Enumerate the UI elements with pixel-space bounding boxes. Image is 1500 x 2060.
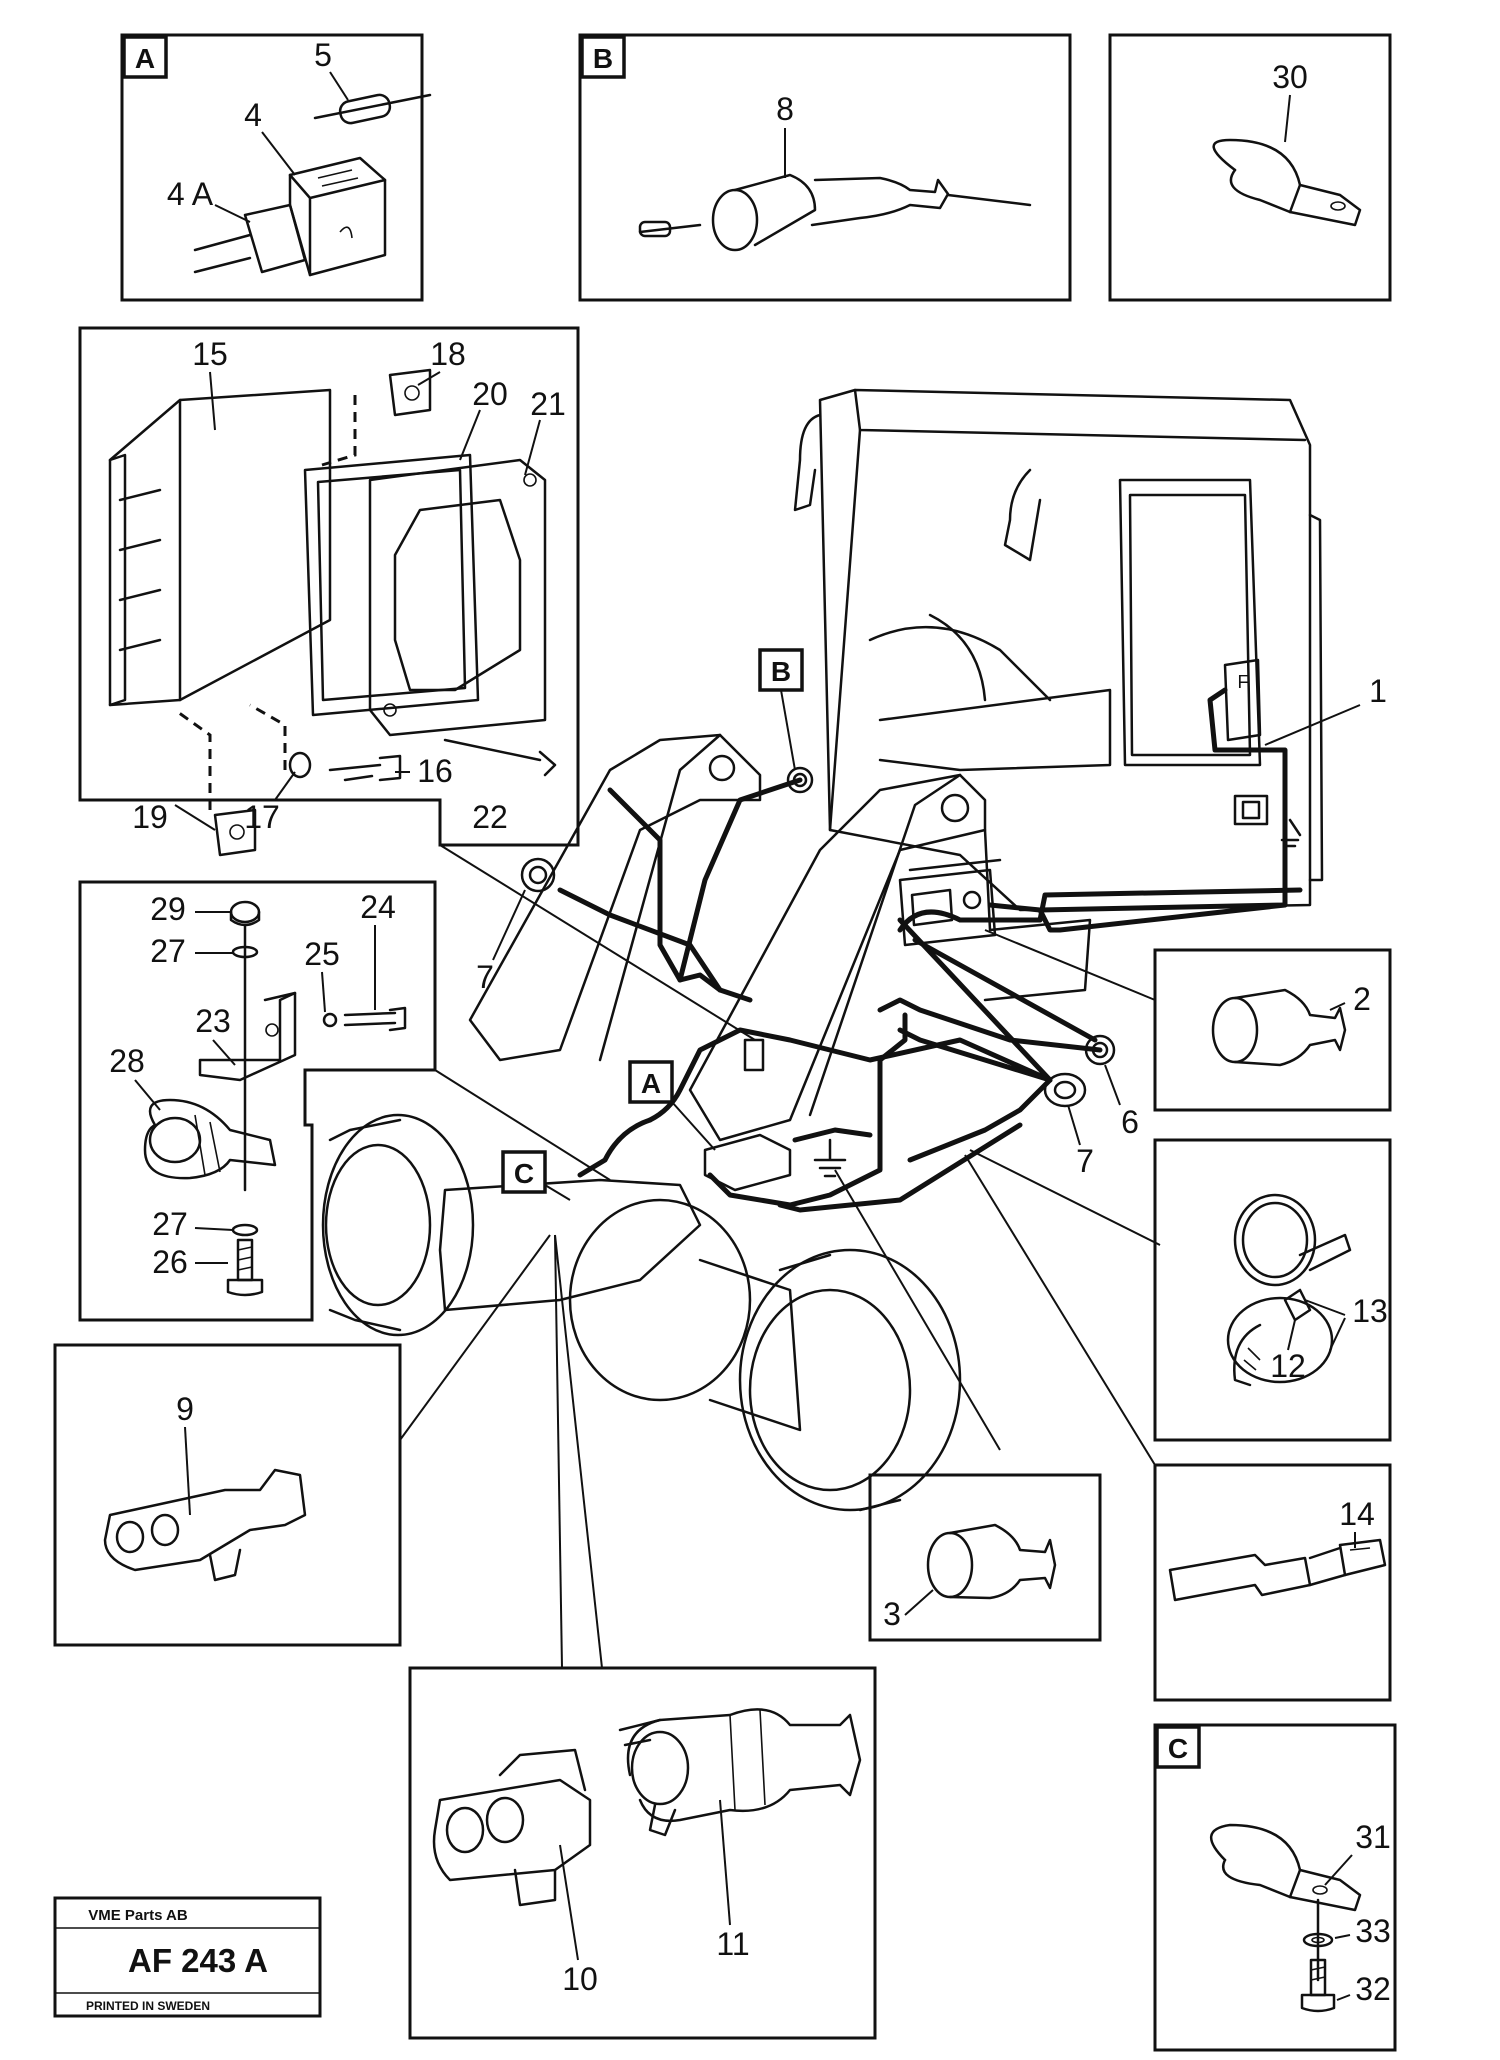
cab-fuse-marker: F (1238, 672, 1249, 692)
detail-panel-3: 3 (868, 1473, 1102, 1642)
cab-body (818, 388, 1312, 912)
locator-tag-c (501, 1150, 547, 1194)
stamp-code: AF 243 A (128, 1942, 268, 1979)
callout-25: 25 (304, 936, 340, 972)
callout-20: 20 (472, 376, 508, 412)
leader-lines (399, 844, 1161, 1669)
callout-13: 13 (1352, 1293, 1388, 1329)
callout-9: 9 (176, 1391, 194, 1427)
callout-7-lower: 7 (1076, 1143, 1094, 1179)
grommet-7-upper (520, 857, 556, 893)
locator-tag-c-text: C (514, 1158, 534, 1189)
callout-23: 23 (195, 1003, 231, 1039)
grommet-7-lower (1043, 1072, 1087, 1108)
axle-housing (438, 1178, 702, 1312)
callout-7-upper: 7 (476, 959, 494, 995)
axle-diff (568, 1198, 752, 1402)
callout-32: 32 (1355, 1971, 1391, 2007)
locator-tag-a-text: A (641, 1068, 661, 1099)
callout-29: 29 (150, 891, 186, 927)
callout-19: 19 (132, 799, 168, 835)
callout-27-bottom: 27 (152, 1206, 188, 1242)
cab-switch-outline (1233, 794, 1269, 826)
connector-housing-drawing (193, 93, 432, 277)
panel-a-tag: A (135, 43, 155, 74)
callout-17: 17 (244, 799, 280, 835)
detail-panel-relay-box: 15 18 20 21 19 17 16 22 (78, 326, 580, 857)
callout-28: 28 (109, 1043, 145, 1079)
cab-door (1118, 478, 1262, 767)
callout-31: 31 (1355, 1819, 1391, 1855)
grommet-b (786, 766, 814, 794)
callout-12: 12 (1270, 1348, 1306, 1384)
callout-24: 24 (360, 889, 396, 925)
bracket-drawing (143, 900, 407, 1297)
callout-8: 8 (776, 91, 794, 127)
callout-14: 14 (1339, 1496, 1375, 1532)
locator-tag-b (758, 648, 804, 692)
detail-panel-a: A 5 4 4 A (120, 33, 432, 302)
detail-panel-cable-tie: 14 (1153, 1463, 1392, 1702)
callout-27-top: 27 (150, 933, 186, 969)
callout-15: 15 (192, 336, 228, 372)
detail-panel-bracket: 29 27 25 24 23 28 27 26 (78, 880, 437, 1322)
callout-26: 26 (152, 1244, 188, 1280)
relay-box-drawing (108, 368, 557, 857)
ground-symbol (813, 1138, 847, 1178)
sleeve-drawing (638, 173, 1032, 252)
callout-1: 1 (1369, 673, 1387, 709)
detail-panel-10-11: 10 11 (408, 1666, 877, 2040)
cab-fuse-box (1223, 658, 1262, 742)
detail-panel-b: B 8 (578, 33, 1072, 302)
callout-4a: 4 A (167, 176, 214, 212)
callout-30: 30 (1272, 59, 1308, 95)
drawing-stamp: VME Parts AB AF 243 A PRINTED IN SWEDEN (53, 1896, 322, 2018)
right-lift-arm (688, 773, 987, 1142)
panel-c-tag: C (1168, 1733, 1188, 1764)
panel-b-tag: B (593, 43, 613, 74)
left-lift-arm (468, 733, 762, 1062)
callout-18: 18 (430, 336, 466, 372)
callout-6: 6 (1121, 1104, 1139, 1140)
locator-tag-b-text: B (771, 656, 791, 687)
callout-16: 16 (417, 753, 453, 789)
callout-4: 4 (244, 97, 262, 133)
connector-block (703, 1133, 792, 1192)
callout-22: 22 (472, 799, 508, 835)
detail-panel-c: C 31 33 32 (1153, 1723, 1397, 2052)
callout-3: 3 (883, 1596, 901, 1632)
callout-33: 33 (1355, 1913, 1391, 1949)
left-wheel-hub (321, 1113, 475, 1337)
cable-clip-drawing (1212, 138, 1362, 227)
callout-10: 10 (562, 1961, 598, 1997)
right-wheel-hub (738, 1248, 962, 1512)
detail-panel-hose-clamp: 12 13 (1153, 1138, 1392, 1442)
callout-5: 5 (314, 37, 332, 73)
stamp-printed: PRINTED IN SWEDEN (86, 1999, 210, 2013)
callout-21: 21 (530, 386, 566, 422)
callout-11: 11 (716, 1926, 749, 1962)
locator-tag-a (628, 1060, 674, 1104)
stamp-company: VME Parts AB (88, 1907, 188, 1924)
detail-panel-9: 9 (53, 1343, 402, 1647)
machine-assembly: F (321, 388, 1324, 1512)
callout-2: 2 (1353, 981, 1371, 1017)
detail-panel-2: 2 (1153, 948, 1392, 1112)
detail-panel-clip: 30 (1108, 33, 1392, 302)
